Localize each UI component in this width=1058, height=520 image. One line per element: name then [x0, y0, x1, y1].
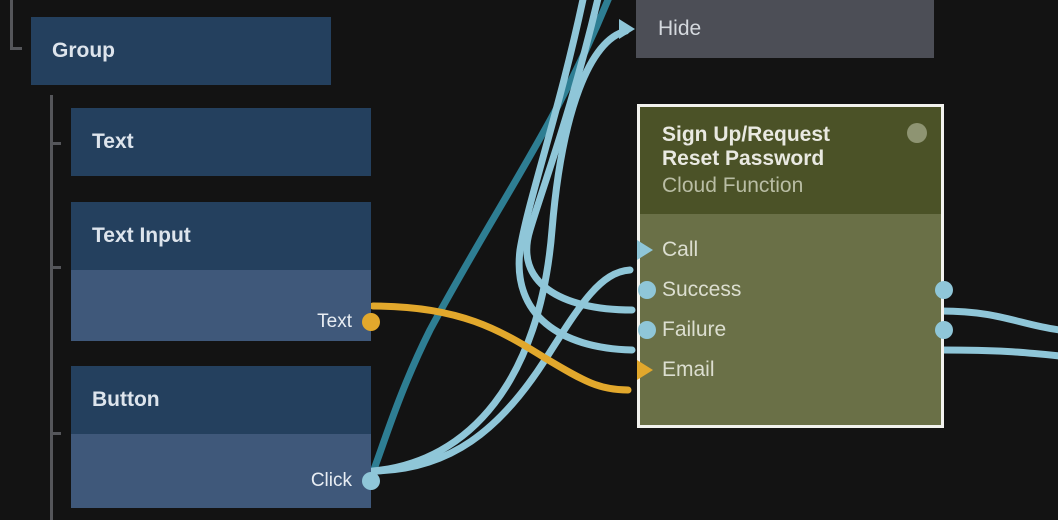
- output-port-click[interactable]: Click: [310, 470, 380, 492]
- node-hide-header[interactable]: Hide: [636, 0, 934, 58]
- status-dot-icon: [907, 123, 927, 143]
- input-port-failure-dot-icon[interactable]: [638, 320, 656, 339]
- node-text-input[interactable]: Text Input Text: [71, 202, 380, 341]
- input-port-success-label: Success: [662, 277, 742, 301]
- node-cloud-function-title: Sign Up/Request Reset Password: [662, 123, 831, 171]
- node-hide-title: Hide: [658, 17, 702, 40]
- input-port-email-label: Email: [662, 357, 715, 381]
- node-group-header[interactable]: Group: [31, 17, 331, 85]
- child-branch-tick-text: [50, 142, 61, 145]
- children-spine: [50, 95, 53, 520]
- node-text[interactable]: Text: [71, 108, 371, 176]
- output-port-click-label: Click: [310, 470, 352, 491]
- input-port-success[interactable]: Success: [638, 270, 953, 310]
- node-group-title: Group: [52, 39, 115, 62]
- input-port-failure-label: Failure: [662, 317, 727, 341]
- node-hide[interactable]: Hide: [619, 0, 934, 58]
- wire-click-to-call: [369, 266, 634, 475]
- node-button-body: Click: [71, 434, 380, 508]
- node-cloud-function-header[interactable]: Sign Up/Request Reset Password Cloud Fun…: [640, 107, 941, 214]
- wire-text-to-email: [369, 302, 632, 394]
- child-branch-tick-button: [50, 432, 61, 435]
- input-port-call-label: Call: [662, 237, 699, 261]
- node-text-input-header[interactable]: Text Input: [71, 202, 371, 270]
- node-text-header[interactable]: Text: [71, 108, 371, 176]
- input-port-call[interactable]: Call: [637, 230, 941, 270]
- node-cloud-function[interactable]: Sign Up/Request Reset Password Cloud Fun…: [637, 104, 953, 428]
- output-port-click-dot[interactable]: [362, 472, 380, 490]
- wire-offscreen-to-failure: [515, 0, 636, 354]
- node-group[interactable]: Group: [31, 17, 331, 85]
- wire-click-to-hide: [369, 27, 630, 475]
- input-port-failure[interactable]: Failure: [638, 310, 953, 350]
- output-port-text-label: Text: [317, 311, 352, 332]
- node-button-header[interactable]: Button: [71, 366, 371, 434]
- group-bracket-vertical: [10, 0, 13, 50]
- wire-dark-through: [369, 0, 612, 476]
- input-port-email-arrow-icon[interactable]: [637, 359, 653, 380]
- input-port-hide-arrow-icon[interactable]: [619, 19, 635, 39]
- output-port-2-dot[interactable]: [935, 320, 953, 339]
- group-bracket-tick: [10, 47, 22, 50]
- output-port-text-dot[interactable]: [362, 313, 380, 331]
- node-button[interactable]: Button Click: [71, 366, 380, 508]
- node-cloud-function-subtitle: Cloud Function: [662, 174, 804, 198]
- node-button-title: Button: [92, 388, 160, 411]
- wire-output-2-right: [937, 346, 1058, 360]
- output-port-1-dot[interactable]: [935, 280, 953, 299]
- node-cloud-function-ports: Call Success Failure Email: [637, 214, 953, 390]
- wire-output-1-right: [937, 307, 1058, 334]
- node-text-input-body: Text: [71, 270, 380, 341]
- input-port-email[interactable]: Email: [637, 350, 941, 390]
- node-text-title: Text: [92, 130, 134, 153]
- output-port-text[interactable]: Text: [317, 311, 380, 333]
- node-text-input-title: Text Input: [92, 224, 191, 247]
- input-port-call-arrow-icon[interactable]: [637, 239, 653, 260]
- input-port-success-dot-icon[interactable]: [638, 280, 656, 299]
- wire-offscreen-to-success: [523, 0, 636, 314]
- child-branch-tick-text-input: [50, 266, 61, 269]
